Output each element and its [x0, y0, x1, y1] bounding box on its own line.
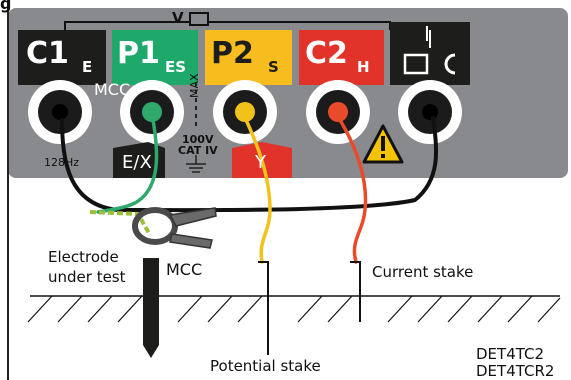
terminal-i-label: I [424, 22, 430, 46]
terminal-c2-sub: H [357, 58, 370, 76]
green-lead-p1 [96, 118, 159, 214]
v-bracket-symbol-box [189, 12, 209, 26]
ex-label: E/X [122, 152, 152, 173]
warning-icon [362, 124, 404, 164]
socket-p2 [213, 80, 277, 144]
y-label: Y [255, 152, 266, 173]
i-symbol-clamp [444, 53, 456, 75]
socket-p1 [120, 80, 184, 144]
mcc-clamp [132, 207, 217, 249]
potential-stake [258, 261, 269, 355]
terminal-p2-tab [205, 30, 292, 85]
terminal-p1-sub: ES [165, 58, 187, 76]
terminal-p2-sub: S [268, 58, 279, 76]
terminal-c1-label: C1 [26, 36, 69, 71]
terminal-p1-label: P1 [117, 36, 160, 71]
ex-tab [113, 142, 165, 178]
current-stake-label: Current stake [372, 263, 474, 281]
socket-c2 [306, 80, 370, 144]
terminal-c1-tab [18, 30, 106, 85]
socket-i [398, 80, 462, 144]
rating-line2: CAT IV [178, 144, 218, 157]
terminal-c2-label: C2 [305, 36, 348, 71]
terminal-c2-tab [299, 30, 384, 85]
mcc-bottom-label: MCC [166, 260, 203, 279]
electrode-label-line2: under test [48, 268, 126, 286]
black-lead-c1 [60, 116, 439, 213]
terminal-p1-tab [112, 30, 198, 85]
freq-label: 128Hz [44, 156, 80, 169]
rating-line1: 100V [182, 133, 214, 146]
socket-c1 [28, 80, 92, 144]
test-electrode [143, 258, 159, 358]
potential-stake-label: Potential stake [210, 357, 321, 375]
ground-icon [186, 155, 206, 173]
terminal-c1-sub: E [82, 58, 93, 76]
electrode-label-line1: Electrode [48, 248, 119, 266]
yellow-lead-p2 [244, 118, 272, 264]
current-stake [350, 261, 361, 322]
i-symbol-box [403, 53, 429, 75]
v-label: V [172, 9, 184, 27]
terminal-i-tab [390, 22, 470, 85]
model-label-1: DET4TC2 [476, 345, 545, 363]
mcc-top-label: MCC [94, 80, 131, 99]
red-lead-c2 [338, 118, 368, 264]
terminal-p2-label: P2 [211, 36, 254, 71]
ground-hatching [27, 295, 561, 323]
model-label-2: DET4TCR2 [476, 362, 555, 380]
max-label: MAX [188, 73, 201, 98]
header-fragment: g [0, 0, 12, 13]
